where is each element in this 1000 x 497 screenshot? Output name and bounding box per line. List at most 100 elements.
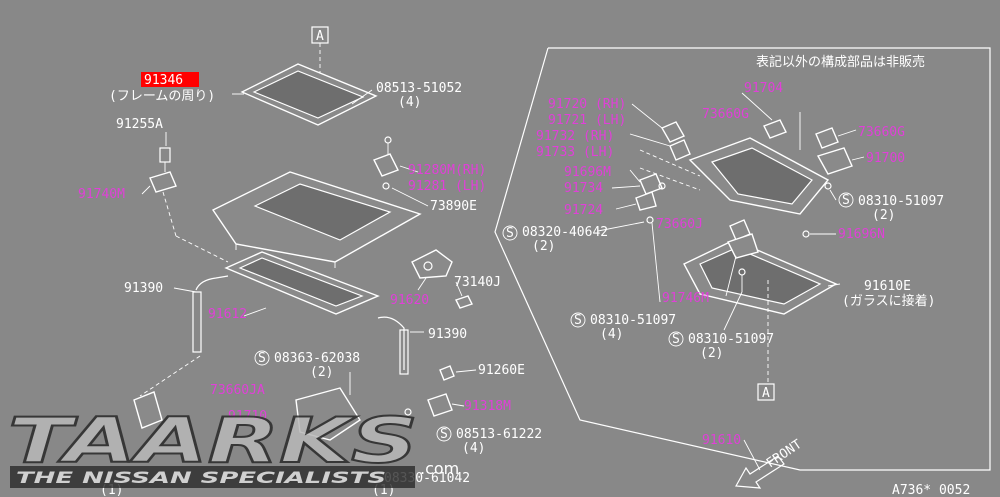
part-91724[interactable] — [635, 191, 657, 211]
part-91732[interactable] — [669, 139, 691, 161]
label-08513-51052[interactable]: 08513-51052 — [376, 81, 462, 96]
leader-line — [741, 92, 773, 121]
leader-line — [651, 222, 661, 303]
label-73890e[interactable]: 73890E — [430, 199, 477, 214]
label-91700[interactable]: 91700 — [866, 151, 905, 166]
reference-code: A736* 0052 — [892, 483, 970, 497]
part-91720[interactable] — [661, 121, 685, 143]
label-08320-40642-qty: (2) — [532, 239, 555, 254]
label-08363-62038[interactable]: 08363-62038 — [274, 351, 360, 366]
leader-line — [639, 167, 701, 191]
label-73660g-b[interactable]: 73660G — [858, 125, 905, 140]
note-not-sold-separately: 表記以外の構成部品は非販売 — [756, 54, 925, 70]
bracket-91280m[interactable] — [373, 153, 399, 177]
label-08310-51097-a[interactable]: 08310-51097 — [858, 194, 944, 209]
part-91746m[interactable] — [727, 233, 759, 259]
leader-line — [455, 369, 477, 373]
sunroof-glass — [253, 183, 392, 241]
leader-line — [451, 403, 465, 407]
part-91700[interactable] — [816, 147, 853, 175]
label-91612[interactable]: 91612 — [208, 307, 247, 322]
label-91610[interactable]: 91610 — [702, 433, 741, 448]
screw-icon[interactable] — [658, 182, 666, 190]
bolt-symbol-text: S — [440, 427, 448, 442]
label-91620[interactable]: 91620 — [390, 293, 429, 308]
label-08310-51097-b[interactable]: 08310-51097 — [590, 313, 676, 328]
label-91746m[interactable]: 91746M — [662, 291, 709, 306]
leader-line — [631, 103, 663, 129]
leader-line — [615, 203, 637, 210]
label-08363-62038-qty: (2) — [310, 365, 333, 380]
screw-icon[interactable] — [802, 230, 810, 238]
bracket-91318m[interactable] — [427, 393, 453, 417]
label-91610e[interactable]: 91610E — [864, 279, 911, 294]
label-73660g-a[interactable]: 73660G — [702, 107, 749, 122]
label-08513-61222[interactable]: 08513-61222 — [456, 427, 542, 442]
label-91720[interactable]: 91720 (RH) — [548, 97, 626, 112]
label-91255a[interactable]: 91255A — [116, 117, 163, 132]
motor-gear-icon — [423, 261, 433, 271]
leader-line — [597, 221, 645, 232]
screw-icon[interactable] — [404, 408, 412, 416]
label-91734[interactable]: 91734 — [564, 181, 603, 196]
part-91734[interactable] — [639, 173, 663, 195]
label-91704[interactable]: 91704 — [744, 81, 783, 96]
label-91281[interactable]: 91281 (LH) — [408, 179, 486, 194]
link-91710[interactable] — [295, 387, 361, 441]
drain-hose-left[interactable] — [195, 275, 229, 291]
label-73140j[interactable]: 73140J — [454, 275, 501, 290]
view-marker-a-bottom-text: A — [762, 386, 770, 401]
bolt-symbol-text: S — [574, 313, 582, 328]
screw-icon[interactable] — [824, 182, 832, 190]
label-08310-51097-c-qty: (2) — [700, 346, 723, 361]
screw-icon[interactable] — [646, 216, 654, 224]
clip-73660g-a[interactable] — [763, 119, 787, 139]
label-91280m[interactable]: 91280M(RH) — [408, 163, 486, 178]
screw-icon[interactable] — [382, 182, 390, 190]
label-91346[interactable]: 91346 — [144, 73, 183, 88]
label-73660j[interactable]: 73660J — [656, 217, 703, 232]
label-91696m[interactable]: 91696M — [564, 165, 611, 180]
clip-73660g-b[interactable] — [815, 127, 839, 149]
label-91740m[interactable]: 91740M — [78, 187, 125, 202]
leader-line — [629, 169, 641, 183]
label-frame-note: (フレームの周り) — [109, 89, 215, 104]
label-08320-40642[interactable]: 08320-40642 — [522, 225, 608, 240]
shade-frame-upper-inner — [710, 147, 813, 205]
bolt-symbol-text: S — [672, 332, 680, 347]
leader-line — [417, 277, 427, 291]
label-91733[interactable]: 91733 (LH) — [536, 145, 614, 160]
label-91696n[interactable]: 91696N — [838, 227, 885, 242]
label-08513-61222-qty: (4) — [462, 441, 485, 456]
watermark-tagline: THE NISSAN SPECIALISTS — [16, 468, 386, 487]
label-91390-left[interactable]: 91390 — [124, 281, 163, 296]
label-91724[interactable]: 91724 — [564, 203, 603, 218]
front-arrow-icon — [735, 455, 785, 489]
screw-icon[interactable] — [384, 136, 392, 144]
bracket-bottom-left[interactable] — [133, 391, 163, 429]
label-91710[interactable]: 91710 — [228, 409, 267, 424]
label-08310-51097-c[interactable]: 08310-51097 — [688, 332, 774, 347]
label-73660ja[interactable]: 73660JA — [210, 383, 265, 398]
subassembly-boundary — [494, 47, 991, 471]
tab-73140j[interactable] — [455, 295, 473, 309]
view-marker-a-bottom — [757, 383, 775, 401]
leader-line — [173, 287, 197, 293]
label-91732[interactable]: 91732 (RH) — [536, 129, 614, 144]
drain-hose-right[interactable] — [377, 316, 405, 370]
bolt-symbol-icon — [570, 312, 586, 328]
leader-line — [629, 133, 671, 147]
label-91390-right[interactable]: 91390 — [428, 327, 467, 342]
leader-line — [162, 191, 177, 237]
bracket-91740m[interactable] — [149, 171, 177, 193]
label-91318m[interactable]: 91318M — [464, 399, 511, 414]
bolt-symbol-text: S — [258, 351, 266, 366]
view-marker-a-top-text: A — [316, 29, 324, 44]
label-91260e[interactable]: 91260E — [478, 363, 525, 378]
leader-line — [829, 189, 837, 201]
bracket-91255a[interactable] — [159, 147, 171, 163]
watermark-brand: TAARKS — [8, 404, 418, 477]
label-91721[interactable]: 91721 (LH) — [548, 113, 626, 128]
clip-91260e[interactable] — [439, 365, 455, 381]
